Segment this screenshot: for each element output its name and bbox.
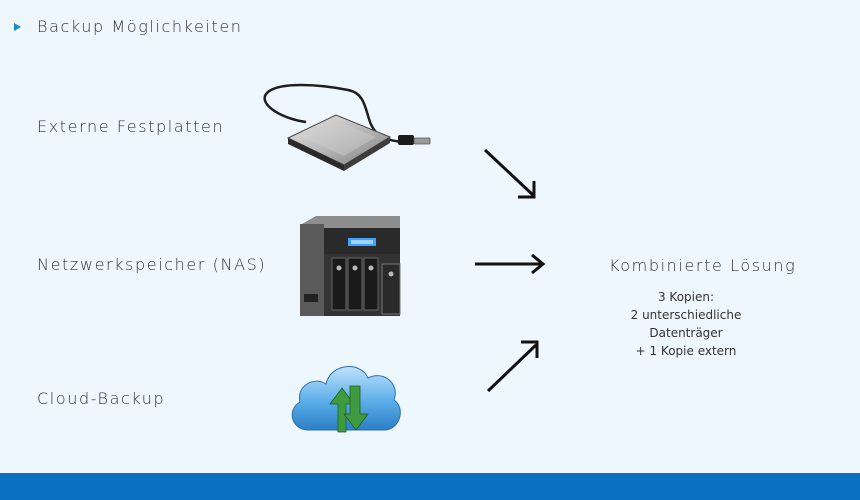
arrow-right-icon: [475, 253, 546, 275]
label-external-drives: Externe Festplatten: [37, 117, 225, 136]
arrow-down-right-icon: [483, 148, 536, 199]
result-line: + 1 Kopie extern: [635, 344, 737, 358]
bullet-triangle-icon: [14, 22, 21, 31]
slide-header: Backup Möglichkeiten: [14, 17, 243, 36]
result-line: 2 unterschiedliche: [630, 308, 742, 322]
result-title: Kombinierte Lösung: [609, 256, 797, 275]
label-cloud-backup: Cloud-Backup: [37, 389, 166, 408]
footer-bar: [0, 473, 860, 500]
label-nas: Netzwerkspeicher (NAS): [37, 255, 267, 274]
slide-title: Backup Möglichkeiten: [37, 17, 243, 36]
nas-device-icon: [300, 216, 401, 316]
external-hard-drive-icon: [263, 83, 431, 171]
result-line: Datenträger: [649, 326, 723, 340]
cloud-sync-icon: [291, 366, 401, 433]
result-description: 3 Kopien: 2 unterschiedliche Datenträger…: [630, 288, 742, 360]
arrow-up-right-icon: [486, 340, 539, 393]
result-line: 3 Kopien:: [657, 290, 715, 304]
